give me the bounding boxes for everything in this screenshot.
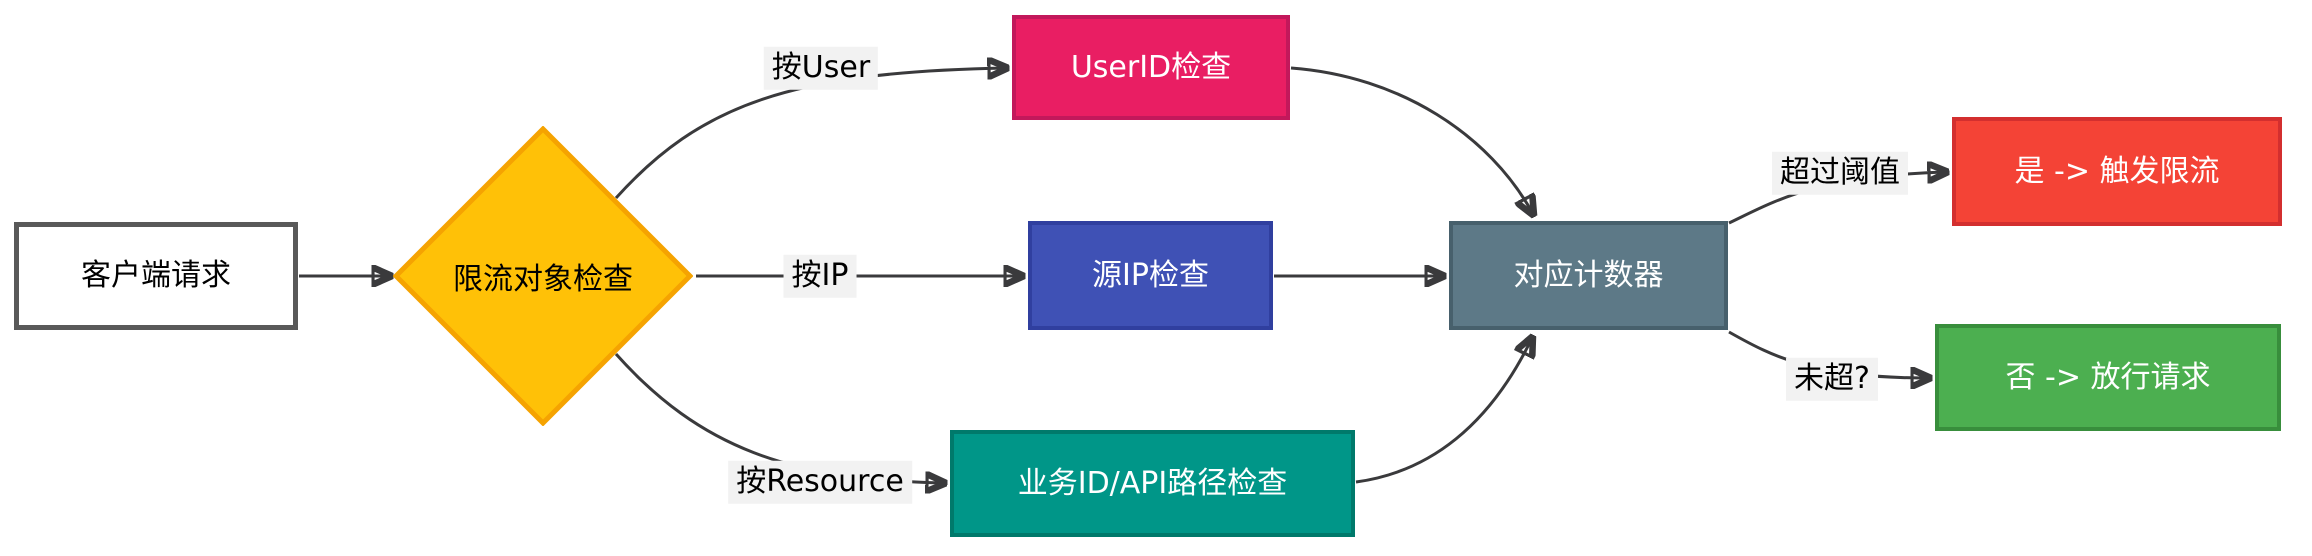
node-client-request: 客户端请求 <box>14 222 298 330</box>
node-userid-check: UserID检查 <box>1012 15 1290 120</box>
node-rate-limit-object-check-label: 限流对象检查 <box>453 262 633 297</box>
node-client-request-label: 客户端请求 <box>81 258 231 293</box>
node-allow-request: 否 -> 放行请求 <box>1935 324 2281 431</box>
node-trigger-rate-limit: 是 -> 触发限流 <box>1952 117 2282 226</box>
node-rate-limit-object-check: 限流对象检查 <box>393 126 693 426</box>
node-corresponding-counter: 对应计数器 <box>1449 221 1728 330</box>
node-trigger-rate-limit-label: 是 -> 触发限流 <box>2014 153 2220 189</box>
node-allow-request-label: 否 -> 放行请求 <box>2005 359 2211 395</box>
edge-label-by-user: 按User <box>763 46 879 90</box>
node-business-id-api-path-check-label: 业务ID/API路径检查 <box>1017 465 1288 501</box>
node-source-ip-check-label: 源IP检查 <box>1092 257 1209 293</box>
node-business-id-api-path-check: 业务ID/API路径检查 <box>950 430 1355 537</box>
node-userid-check-label: UserID检查 <box>1070 49 1232 85</box>
edge-userid-to-counter <box>1290 66 1533 214</box>
diamond-shape <box>393 126 693 426</box>
edge-label-over-threshold: 超过阈值 <box>1772 151 1908 195</box>
edge-label-by-resource: 按Resource <box>728 460 912 504</box>
edge-label-by-ip: 按IP <box>783 254 857 298</box>
node-corresponding-counter-label: 对应计数器 <box>1513 257 1664 293</box>
edge-resource-to-counter <box>1355 338 1532 484</box>
edge-label-not-over: 未超? <box>1786 357 1878 401</box>
node-source-ip-check: 源IP检查 <box>1028 221 1273 330</box>
